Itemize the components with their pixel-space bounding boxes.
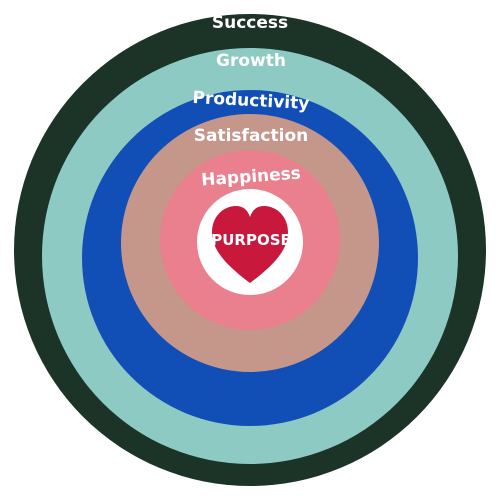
center-label-purpose: PURPOSE	[211, 231, 291, 249]
heart-icon	[212, 206, 288, 283]
ring-label-satisfaction: Satisfaction	[194, 126, 308, 146]
ring-label-success: Success	[212, 13, 288, 33]
ring-label-growth: Growth	[216, 51, 286, 71]
